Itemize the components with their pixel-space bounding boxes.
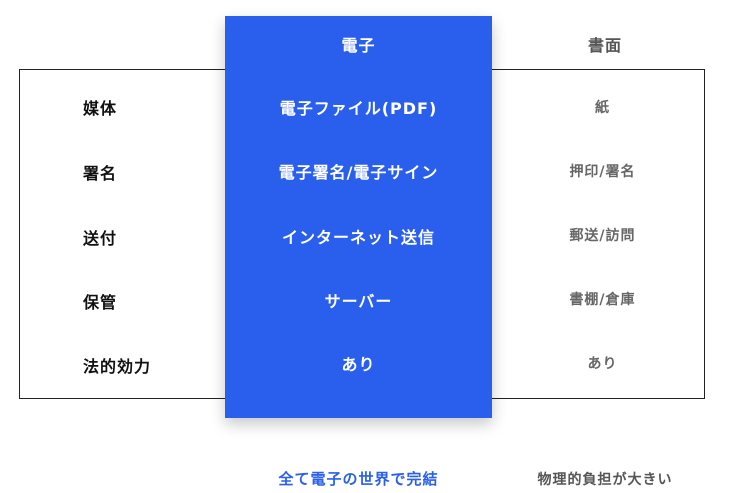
paper-value-legal-validity: あり bbox=[587, 356, 618, 372]
electronic-value-storage: サーバー bbox=[324, 292, 393, 311]
electronic-column-panel bbox=[225, 16, 492, 418]
paper-value-signature: 押印/署名 bbox=[569, 164, 636, 180]
paper-value-medium: 紙 bbox=[595, 100, 610, 116]
electronic-value-legal-validity: あり bbox=[341, 355, 376, 374]
row-label-storage: 保管 bbox=[83, 293, 118, 312]
row-label-legal-validity: 法的効力 bbox=[83, 357, 152, 376]
row-label-delivery: 送付 bbox=[83, 229, 118, 248]
row-label-medium: 媒体 bbox=[83, 99, 118, 118]
paper-value-delivery: 郵送/訪問 bbox=[569, 228, 636, 244]
electronic-column-header: 電子 bbox=[341, 36, 376, 55]
paper-value-storage: 書棚/倉庫 bbox=[569, 292, 636, 308]
electronic-value-medium: 電子ファイル(PDF) bbox=[279, 99, 438, 118]
paper-summary: 物理的負担が大きい bbox=[537, 472, 673, 488]
electronic-value-delivery: インターネット送信 bbox=[281, 228, 435, 247]
paper-column-header: 書面 bbox=[587, 36, 622, 55]
electronic-value-signature: 電子署名/電子サイン bbox=[278, 163, 439, 182]
row-label-signature: 署名 bbox=[83, 164, 118, 183]
electronic-summary: 全て電子の世界で完結 bbox=[278, 470, 439, 488]
